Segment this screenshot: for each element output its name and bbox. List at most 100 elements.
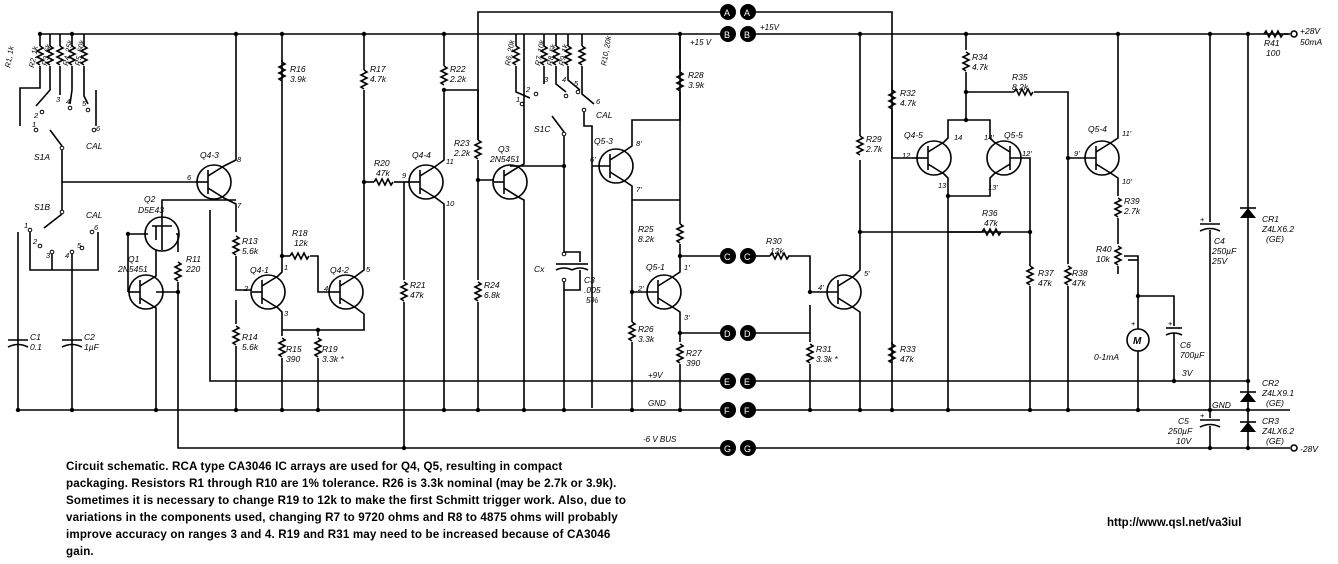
svg-text:A: A (744, 8, 750, 18)
q5-5-pin12p: 12' (1022, 149, 1032, 158)
r23-value: 2.2k (453, 148, 471, 158)
c1-value: 0.1 (30, 342, 42, 352)
q5-1-pin1p: 1' (684, 263, 690, 272)
r15-value: 390 (286, 354, 300, 364)
q4-3-label: Q4-3 (200, 150, 219, 160)
c2-value: 1µF (84, 342, 100, 352)
q3-label: Q3 (498, 144, 510, 154)
svg-text:G: G (744, 444, 751, 454)
s1a-label: S1A (34, 152, 50, 162)
q4-1-pin3: 3 (284, 309, 289, 318)
bus-d-left (720, 325, 736, 341)
schematic-caption: Circuit schematic. RCA type CA3046 IC ar… (66, 458, 726, 560)
caption-line-3: Sometimes it is necessary to change R19 … (66, 494, 627, 507)
c5-label: C5 (1178, 416, 1189, 426)
cr3-label: CR3 (1262, 416, 1279, 426)
r19-value: 3.3k * (322, 354, 344, 364)
r41-value: 100 (1266, 48, 1280, 58)
caption-line-2: packaging. Resistors R1 through R10 are … (66, 477, 617, 490)
q5-1-pin2p: 2' (637, 284, 644, 293)
bus-b-label: +15V (760, 23, 780, 32)
c4-rating: 25V (1211, 256, 1228, 266)
r28-value: 3.9k (688, 80, 705, 90)
c5-rating: 10V (1176, 436, 1192, 446)
r17-label: R17 (370, 64, 386, 74)
q4-4-pin11: 11 (446, 157, 454, 166)
bus-b-label-left: +15 V (690, 38, 712, 47)
q4-2-label: Q4-2 (330, 265, 349, 275)
r29-label: R29 (866, 134, 882, 144)
r40-label: R40 (1096, 244, 1112, 254)
r39-value: 2.7k (1123, 206, 1141, 216)
r26-value: 3.3k (638, 334, 655, 344)
cr2-type: Z4LX9.1 (1261, 388, 1294, 398)
cr3-mfr: (GE) (1266, 436, 1284, 446)
c4-label: C4 (1214, 236, 1225, 246)
r17-value: 4.7k (370, 74, 387, 84)
caption-line-1: Circuit schematic. RCA type CA3046 IC ar… (66, 460, 563, 473)
r38-value: 47k (1072, 278, 1086, 288)
s1b-pos1: 1 (24, 221, 28, 230)
q5-5-section (769, 31, 1030, 413)
cal-label-c: CAL (596, 110, 613, 120)
r24-value: 6.8k (484, 290, 501, 300)
q4-2-pin4: 4 (324, 284, 328, 293)
q4-3-section (196, 34, 252, 413)
c6-value: 700µF (1180, 350, 1205, 360)
r34-label: R34 (972, 52, 988, 62)
r30-label: R30 (766, 236, 782, 246)
r21-label: R21 (410, 280, 426, 290)
q4-5-pin14: 14 (954, 133, 962, 142)
q4-3-pin8: 8 (237, 155, 242, 164)
s1c-label: S1C (534, 124, 551, 134)
r21-value: 47k (410, 290, 424, 300)
q4-4-section (400, 34, 494, 451)
bus-wires (18, 11, 1290, 449)
q5-4-pin9p: 9' (1074, 149, 1080, 158)
bus-f-right (740, 402, 756, 418)
bus-f-label: GND (648, 399, 666, 408)
meter-symbol: M (1133, 336, 1142, 347)
s1c-pos1: 1 (516, 95, 520, 104)
q1-label: Q1 (128, 254, 140, 264)
q4-1-pin2: 2 (243, 284, 249, 293)
r20-label: R20 (374, 158, 390, 168)
q4-5-pin12: 12 (902, 151, 911, 160)
cx-label: Cx (534, 264, 545, 274)
cal-label-b: CAL (86, 210, 103, 220)
r24-label: R24 (484, 280, 500, 290)
caption-line-4: variations in the components used, chang… (66, 511, 618, 524)
q4-4-pin9: 9 (402, 171, 407, 180)
s1b-pos4: 4 (65, 251, 69, 260)
bus-a-left (720, 4, 736, 20)
svg-text:A: A (724, 8, 730, 18)
s1b-pos2: 2 (32, 237, 38, 246)
svg-text:G: G (724, 444, 731, 454)
supply-pos-label: +28V (1300, 26, 1321, 36)
q4-1-label: Q4-1 (250, 265, 269, 275)
range-switch-section (7, 31, 447, 413)
q5-section (592, 31, 684, 413)
r14-value: 5.6k (242, 342, 259, 352)
r22-value: 2.2k (449, 74, 467, 84)
r29-value: 2.7k (865, 144, 883, 154)
q5-1-label: Q5-1 (646, 262, 665, 272)
c6-label: C6 (1180, 340, 1191, 350)
q2-label: Q2 (144, 194, 156, 204)
q3-s1c-section (492, 34, 595, 413)
caption-line-6: gain. (66, 545, 94, 558)
r18-value: 12k (294, 238, 308, 248)
r40-value: 10k (1096, 254, 1110, 264)
q5-5-pin5p: 5' (864, 269, 870, 278)
r37-value: 47k (1038, 278, 1052, 288)
svg-text:B: B (744, 30, 750, 40)
r10-label: R10, 20k (599, 34, 613, 66)
source-url: http://www.qsl.net/va3iul (1107, 517, 1242, 529)
c5-plus: + (1200, 411, 1205, 420)
q5-1-pin3p: 3' (684, 313, 690, 322)
supply-neg-label: -28V (1300, 444, 1319, 454)
q5-5-pin4p: 4' (818, 283, 824, 292)
power-section (1199, 30, 1298, 452)
r2-label: R2, 1k (27, 44, 40, 68)
r22-label: R22 (450, 64, 466, 74)
